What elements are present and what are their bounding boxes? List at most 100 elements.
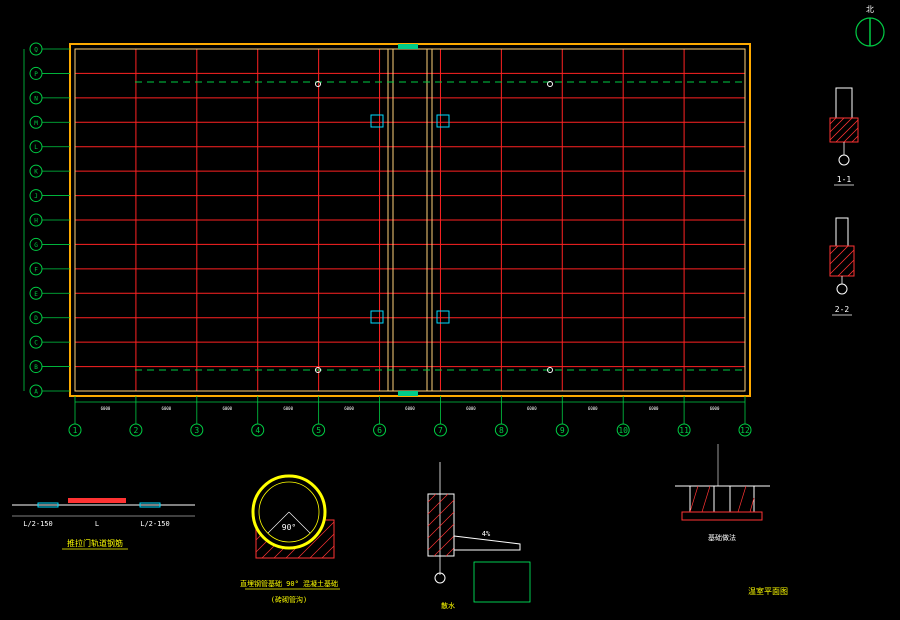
pipe-angle-line-right — [288, 511, 311, 534]
pipe-inner-ring — [258, 481, 320, 543]
edge-wall — [427, 493, 455, 557]
row-axis-label: F — [34, 266, 38, 273]
column-axis-label: 6 — [377, 426, 382, 435]
valve-marker — [315, 367, 321, 373]
apron-edge-detail: 4% 散水 — [427, 462, 531, 610]
row-axis-label: H — [34, 218, 38, 225]
row-axis-label: Q — [34, 47, 38, 54]
section-2-axis-bubble — [836, 283, 848, 295]
row-axis-bubble — [29, 164, 43, 178]
edge-notes-box — [473, 561, 531, 603]
pit-marker-bottom-right — [436, 310, 450, 324]
dim-label: 6000 — [162, 406, 172, 411]
row-axis-bubble — [29, 262, 43, 276]
gate-anchor-right — [139, 502, 161, 508]
partition-wall-left — [387, 48, 394, 392]
gate-left-dim: L/2-150 — [23, 520, 53, 528]
pipe-angle-line-left — [267, 511, 290, 534]
column-axis-label: 12 — [740, 426, 750, 435]
section-1-label: 1-1 — [837, 175, 852, 184]
pipe-title: 直埋钢管基础 90° 混凝土基础 — [240, 579, 338, 588]
pit-marker-bottom-left — [370, 310, 384, 324]
pipe-bedding-detail: 90° 直埋钢管基础 90° 混凝土基础 (砖砌管沟) — [240, 474, 340, 604]
column-axis-bubble — [129, 423, 143, 437]
partition-wall-right — [426, 48, 433, 392]
gate-title: 推拉门轨道钢筋 — [67, 538, 123, 548]
dim-label: 6000 — [101, 406, 111, 411]
dim-label: 6000 — [466, 406, 476, 411]
footing-base — [681, 511, 763, 521]
north-compass: 北 — [855, 5, 885, 47]
dim-label: 6000 — [344, 406, 354, 411]
column-axis-bubble — [433, 423, 447, 437]
door-marker-top — [398, 44, 418, 49]
dim-label: 6000 — [527, 406, 537, 411]
gate-mid-dim: L — [95, 520, 99, 528]
gate-rail-bar — [68, 498, 126, 503]
row-axis-bubble — [29, 213, 43, 227]
row-axis-bubble — [29, 286, 43, 300]
column-axis-bubble — [373, 423, 387, 437]
section-1-hatch — [829, 117, 859, 143]
plan-dashed-lines — [135, 81, 745, 371]
column-axis-bubble — [616, 423, 630, 437]
dim-label: 6000 — [405, 406, 415, 411]
column-axis-label: 1 — [73, 426, 78, 435]
row-axis-label: K — [34, 169, 38, 176]
row-axis-bubble — [29, 115, 43, 129]
door-marker-bottom — [398, 391, 418, 396]
row-axis-label: A — [34, 389, 38, 396]
section-2-2-detail: 2-2 — [829, 217, 855, 316]
column-axis-bubble — [738, 423, 752, 437]
footing-label: 基础做法 — [708, 533, 736, 542]
row-axis-bubble — [29, 237, 43, 251]
edge-label: 散水 — [441, 601, 455, 610]
valve-marker — [547, 367, 553, 373]
edge-axis-bubble — [434, 572, 446, 584]
column-axis-label: 11 — [679, 426, 689, 435]
section-1-1-detail: 1-1 — [829, 87, 859, 186]
row-axis-bubble — [29, 91, 43, 105]
row-axis-label: P — [34, 71, 38, 78]
compass-letter: 北 — [866, 5, 874, 14]
column-axis-label: 8 — [499, 426, 504, 435]
valve-marker — [547, 81, 553, 87]
section-2-label: 2-2 — [835, 305, 850, 314]
edge-slope-label: 4% — [482, 530, 491, 538]
pit-marker-top-right — [436, 114, 450, 128]
row-axis-bubble — [29, 140, 43, 154]
column-axis-bubble — [312, 423, 326, 437]
row-axis-bubble — [29, 311, 43, 325]
row-axis-label: J — [34, 193, 38, 200]
row-axis-label: C — [34, 340, 38, 347]
pipe-angle-label: 90° — [282, 523, 296, 532]
column-axis-label: 10 — [618, 426, 628, 435]
dim-label: 6000 — [222, 406, 232, 411]
column-axis-label: 5 — [316, 426, 321, 435]
column-axis-bubble — [494, 423, 508, 437]
row-axis-label: E — [34, 291, 38, 298]
column-axis-label: 4 — [255, 426, 260, 435]
footing-hatch — [689, 485, 755, 513]
gate-right-dim: L/2-150 — [140, 520, 170, 528]
column-axis-label: 3 — [194, 426, 199, 435]
column-axis-label: 7 — [438, 426, 443, 435]
row-axis-bubble — [29, 42, 43, 56]
pit-marker-top-left — [370, 114, 384, 128]
column-axis-bubble — [555, 423, 569, 437]
row-axis-label: L — [34, 144, 38, 151]
column-axis-bubble — [251, 423, 265, 437]
column-axis-bubble — [677, 423, 691, 437]
dim-label: 6000 — [588, 406, 598, 411]
section-2-hatch — [829, 245, 855, 277]
gate-anchor-left — [37, 502, 59, 508]
row-axis-bubble — [29, 360, 43, 374]
row-axis-bubble — [29, 384, 43, 398]
footing-detail: 基础做法 温室平面图 — [675, 444, 788, 596]
row-axis-label: D — [34, 315, 38, 322]
